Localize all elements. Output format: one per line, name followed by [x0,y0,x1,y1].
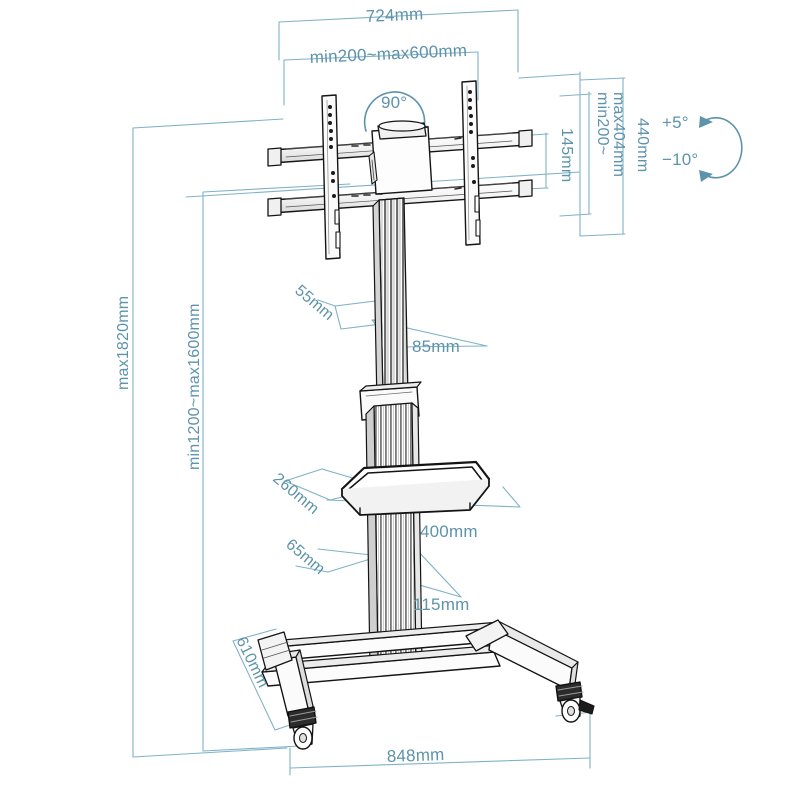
label-1820: max1820mm [115,296,132,390]
accessory-shelf [340,460,491,516]
ext-440-top [579,77,626,81]
label-440: 440mm [634,118,651,172]
dim-line-600 [283,51,479,61]
base-beam-front [261,644,501,687]
label-145: 145mm [558,128,575,182]
tilt-arc-path [705,117,743,179]
lead-55-left [334,305,342,330]
ext-610-top [232,628,277,642]
label-115: 115mm [413,595,469,614]
lead-85-bottom [393,345,488,348]
label-724: 724mm [365,4,423,26]
label-mount-width: min200~max600mm [309,41,467,67]
lead-115-b [415,548,462,598]
label-tilt-down: −10° [662,150,698,169]
tilt-arrow-up [699,116,713,128]
ext-440-bottom [579,233,626,237]
ext-404-bottom [559,213,592,217]
ext-1820-top [132,118,284,129]
swivel-arc-path [363,91,426,132]
ext-1820-bottom [132,747,288,758]
lead-65-bottom [295,565,329,573]
dim-line-724 [278,9,519,23]
frame-connector-top [518,73,581,79]
vesa-strip-left [321,94,341,260]
label-85: 85mm [412,337,460,356]
lead-400-right [502,486,521,508]
lead-260-c [284,480,331,501]
tilt-head-assembly [368,120,433,195]
label-swivel: 90° [381,93,407,112]
dim-line-610 [232,640,276,731]
ext-404-top [559,93,592,97]
vesa-strip-right-holes [468,90,476,184]
label-mount-height-2: max404mm [610,92,627,177]
lead-260-d [284,468,323,482]
column-lower [365,402,423,669]
tilt-arrow-down [699,170,713,182]
label-mount-height-1: min200~ [594,92,611,155]
column-upper [372,197,409,405]
label-tilt-up: +5° [662,113,689,132]
vesa-strip-right [461,80,481,246]
label-1600: min1200~max1600mm [186,303,203,470]
vesa-strip-left-holes [328,105,336,198]
label-55: 55mm [291,282,337,324]
tilt-arc-icon [699,116,743,182]
label-848: 848mm [386,745,444,766]
base-leg-left [257,631,314,717]
label-65: 65mm [282,536,328,578]
caster-left [287,706,318,750]
lead-55-tick [317,299,336,307]
label-400: 400mm [420,522,478,541]
cart-illustration [257,80,595,750]
caster-right [555,681,595,723]
ext-1600-bottom [202,745,301,752]
dim-line-848 [289,757,591,769]
